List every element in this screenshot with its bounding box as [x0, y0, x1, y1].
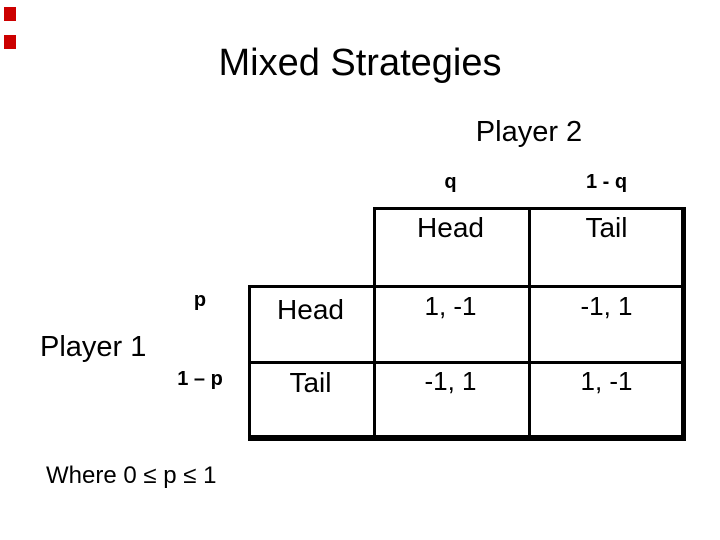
- table-gridline-row2: [248, 361, 685, 364]
- slide-title: Mixed Strategies: [218, 42, 502, 84]
- payoff-cell-head-head: 1, -1: [424, 291, 477, 321]
- column-header-head: Head: [417, 212, 484, 243]
- table-gridline-row1: [248, 285, 685, 288]
- prob-one-minus-q-label: 1 - q: [585, 171, 628, 193]
- player2-label: Player 2: [475, 116, 583, 148]
- row-header-head: Head: [277, 294, 344, 325]
- payoff-cell-head-tail: -1, 1: [580, 291, 633, 321]
- player1-label: Player 1: [40, 331, 147, 363]
- prob-p-label: p: [193, 289, 207, 311]
- payoff-cell-tail-tail: 1, -1: [580, 366, 633, 396]
- constraint-footnote: Where 0 ≤ p ≤ 1: [46, 462, 217, 489]
- table-gridline-col1: [373, 207, 376, 435]
- table-border-bottom: [248, 435, 686, 441]
- payoff-cell-tail-head: -1, 1: [424, 366, 477, 396]
- table-gridline-col2: [528, 207, 531, 435]
- column-header-tail: Tail: [585, 212, 628, 243]
- row-header-tail: Tail: [289, 367, 332, 398]
- table-border-right: [681, 207, 686, 441]
- table-border-left: [248, 285, 251, 441]
- prob-q-label: q: [444, 171, 457, 193]
- accent-square-icon: [4, 7, 16, 21]
- accent-square-icon: [4, 35, 16, 49]
- prob-one-minus-p-label: 1 – p: [177, 368, 223, 390]
